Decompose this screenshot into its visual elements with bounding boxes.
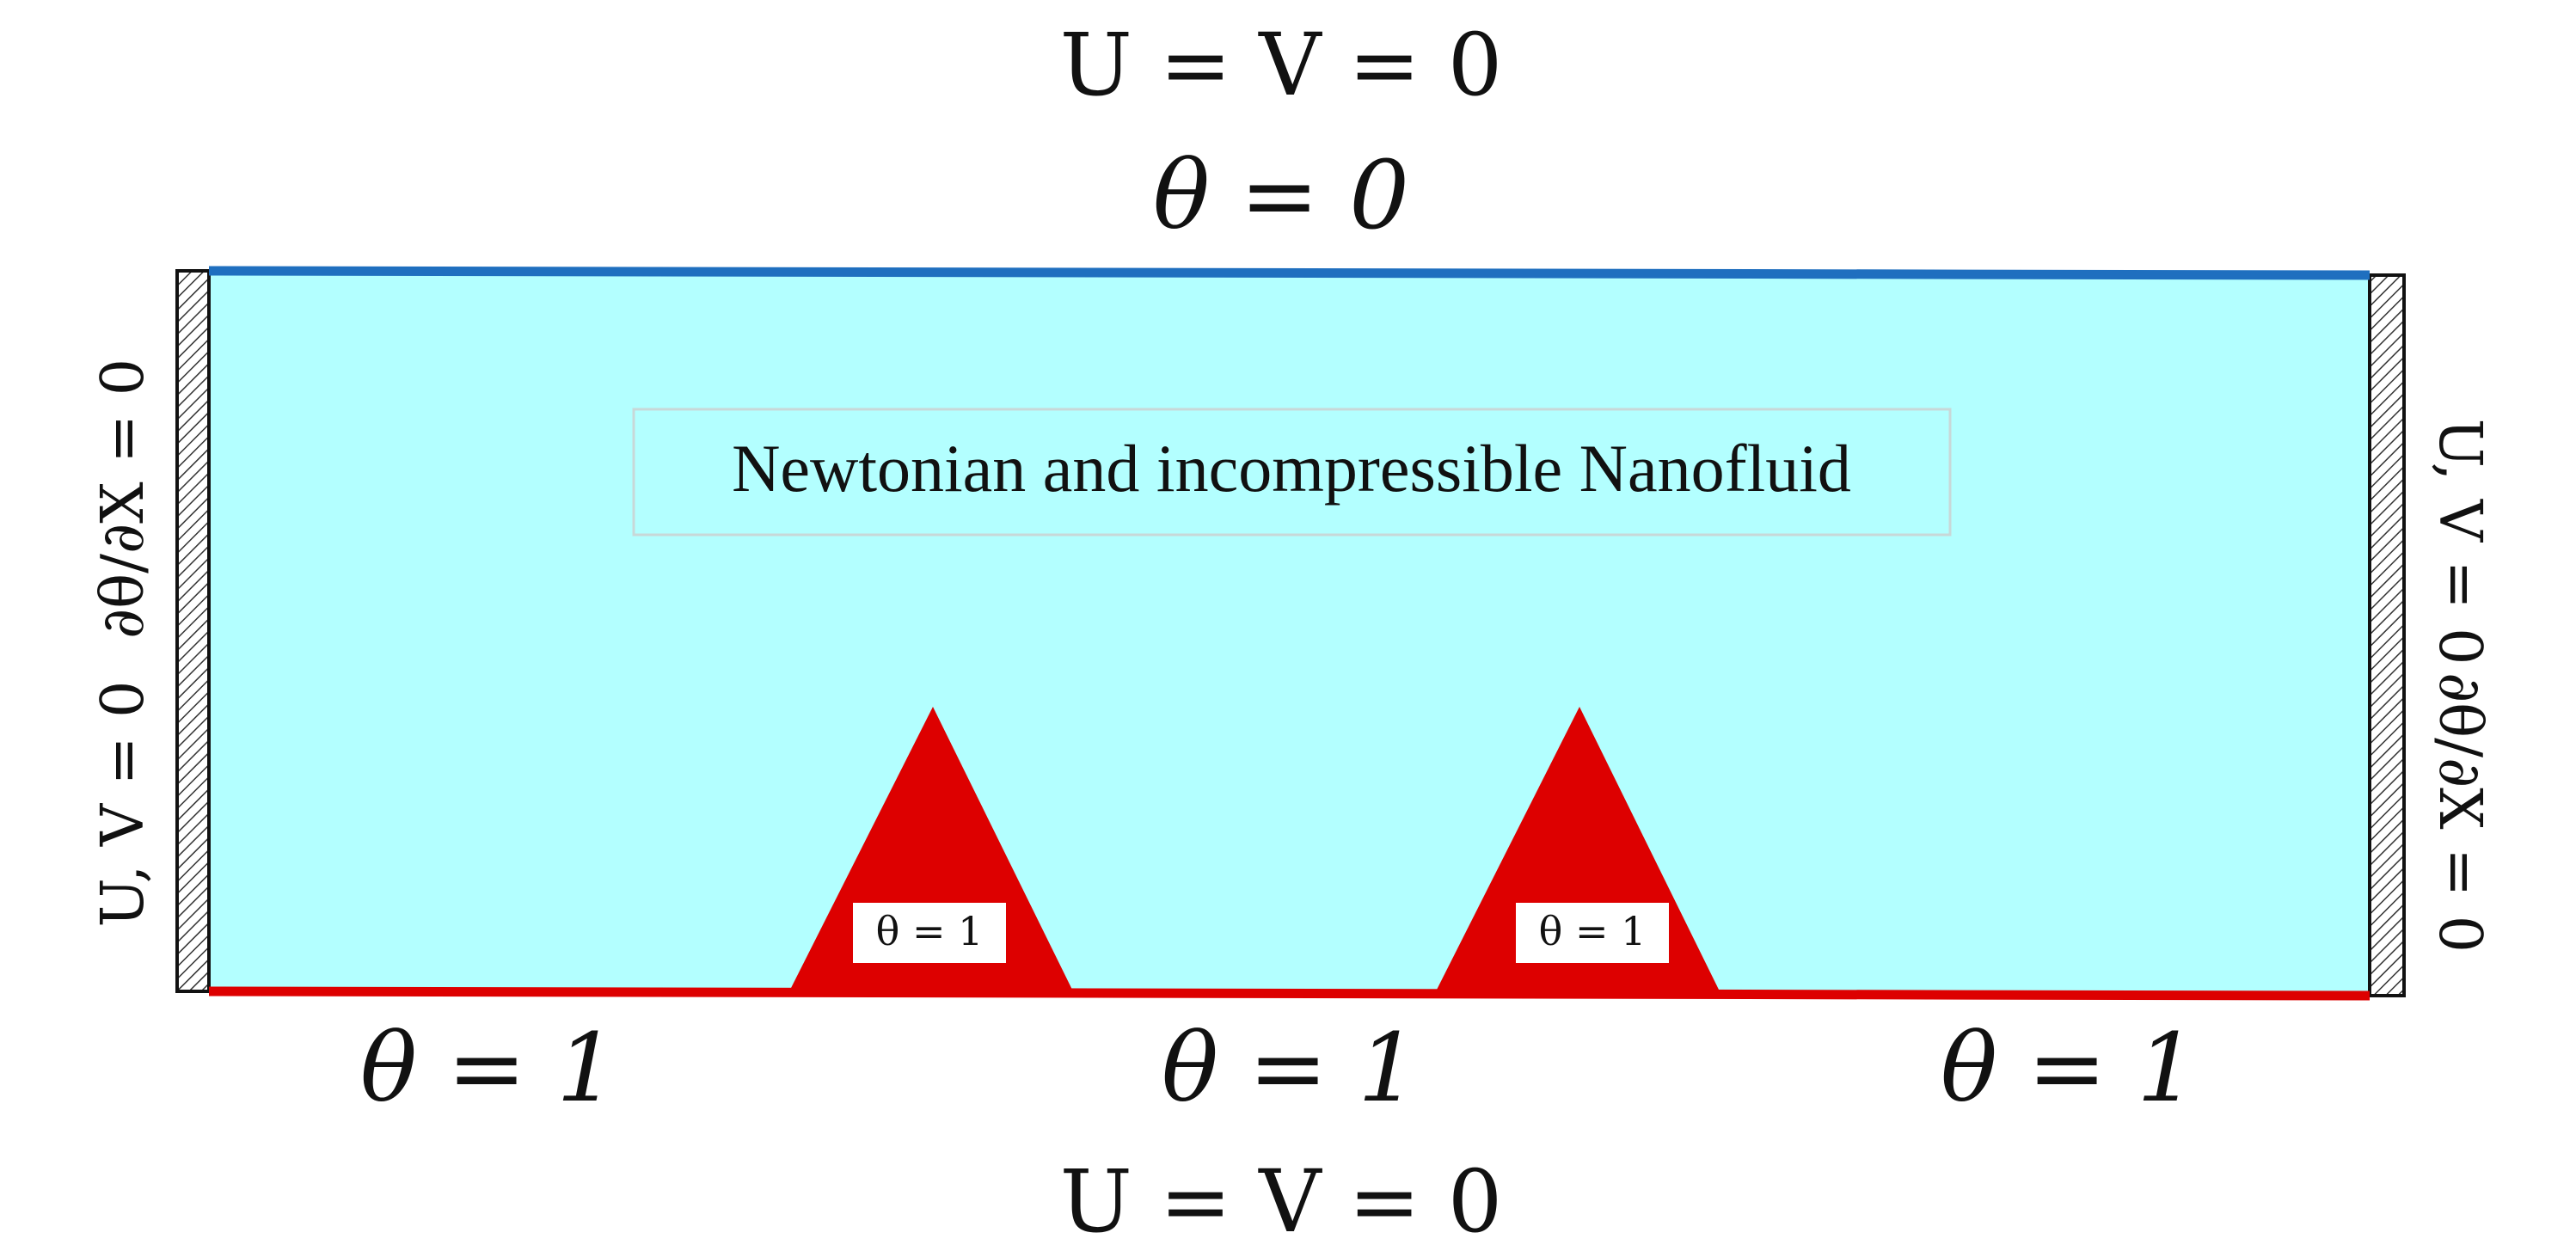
bottom-temperature-middle: θ = 1 — [1162, 1013, 1418, 1123]
left-gradient-label: ∂θ/∂X = 0 — [89, 359, 157, 639]
fin-right-label-box — [1516, 903, 1669, 963]
bottom-temperature-right: θ = 1 — [1941, 1013, 2197, 1123]
fluid-label-box — [632, 408, 1952, 537]
bottom-hot-wall — [208, 986, 2371, 1001]
fin-right-label: θ = 1 — [1539, 908, 1647, 954]
left-wall — [175, 269, 211, 993]
top-velocity-label: U = V = 0 — [1060, 15, 1503, 115]
right-velocity-label: U, V = 0 — [2426, 419, 2493, 665]
fin-left-label: θ = 1 — [876, 908, 984, 954]
bottom-velocity-label: U = V = 0 — [1060, 1151, 1503, 1251]
top-cold-wall — [208, 266, 2371, 280]
right-gradient-label: ∂θ/∂X = 0 — [2426, 672, 2493, 953]
left-velocity-label: U, V = 0 — [89, 681, 157, 928]
fluid-domain — [209, 271, 2370, 991]
top-temperature-label: θ = 0 — [1153, 140, 1409, 250]
bottom-temperature-left: θ = 1 — [360, 1013, 616, 1123]
right-wall — [2368, 273, 2406, 997]
fluid-label: Newtonian and incompressible Nanofluid — [732, 431, 1851, 506]
fin-left-label-box — [853, 903, 1006, 963]
